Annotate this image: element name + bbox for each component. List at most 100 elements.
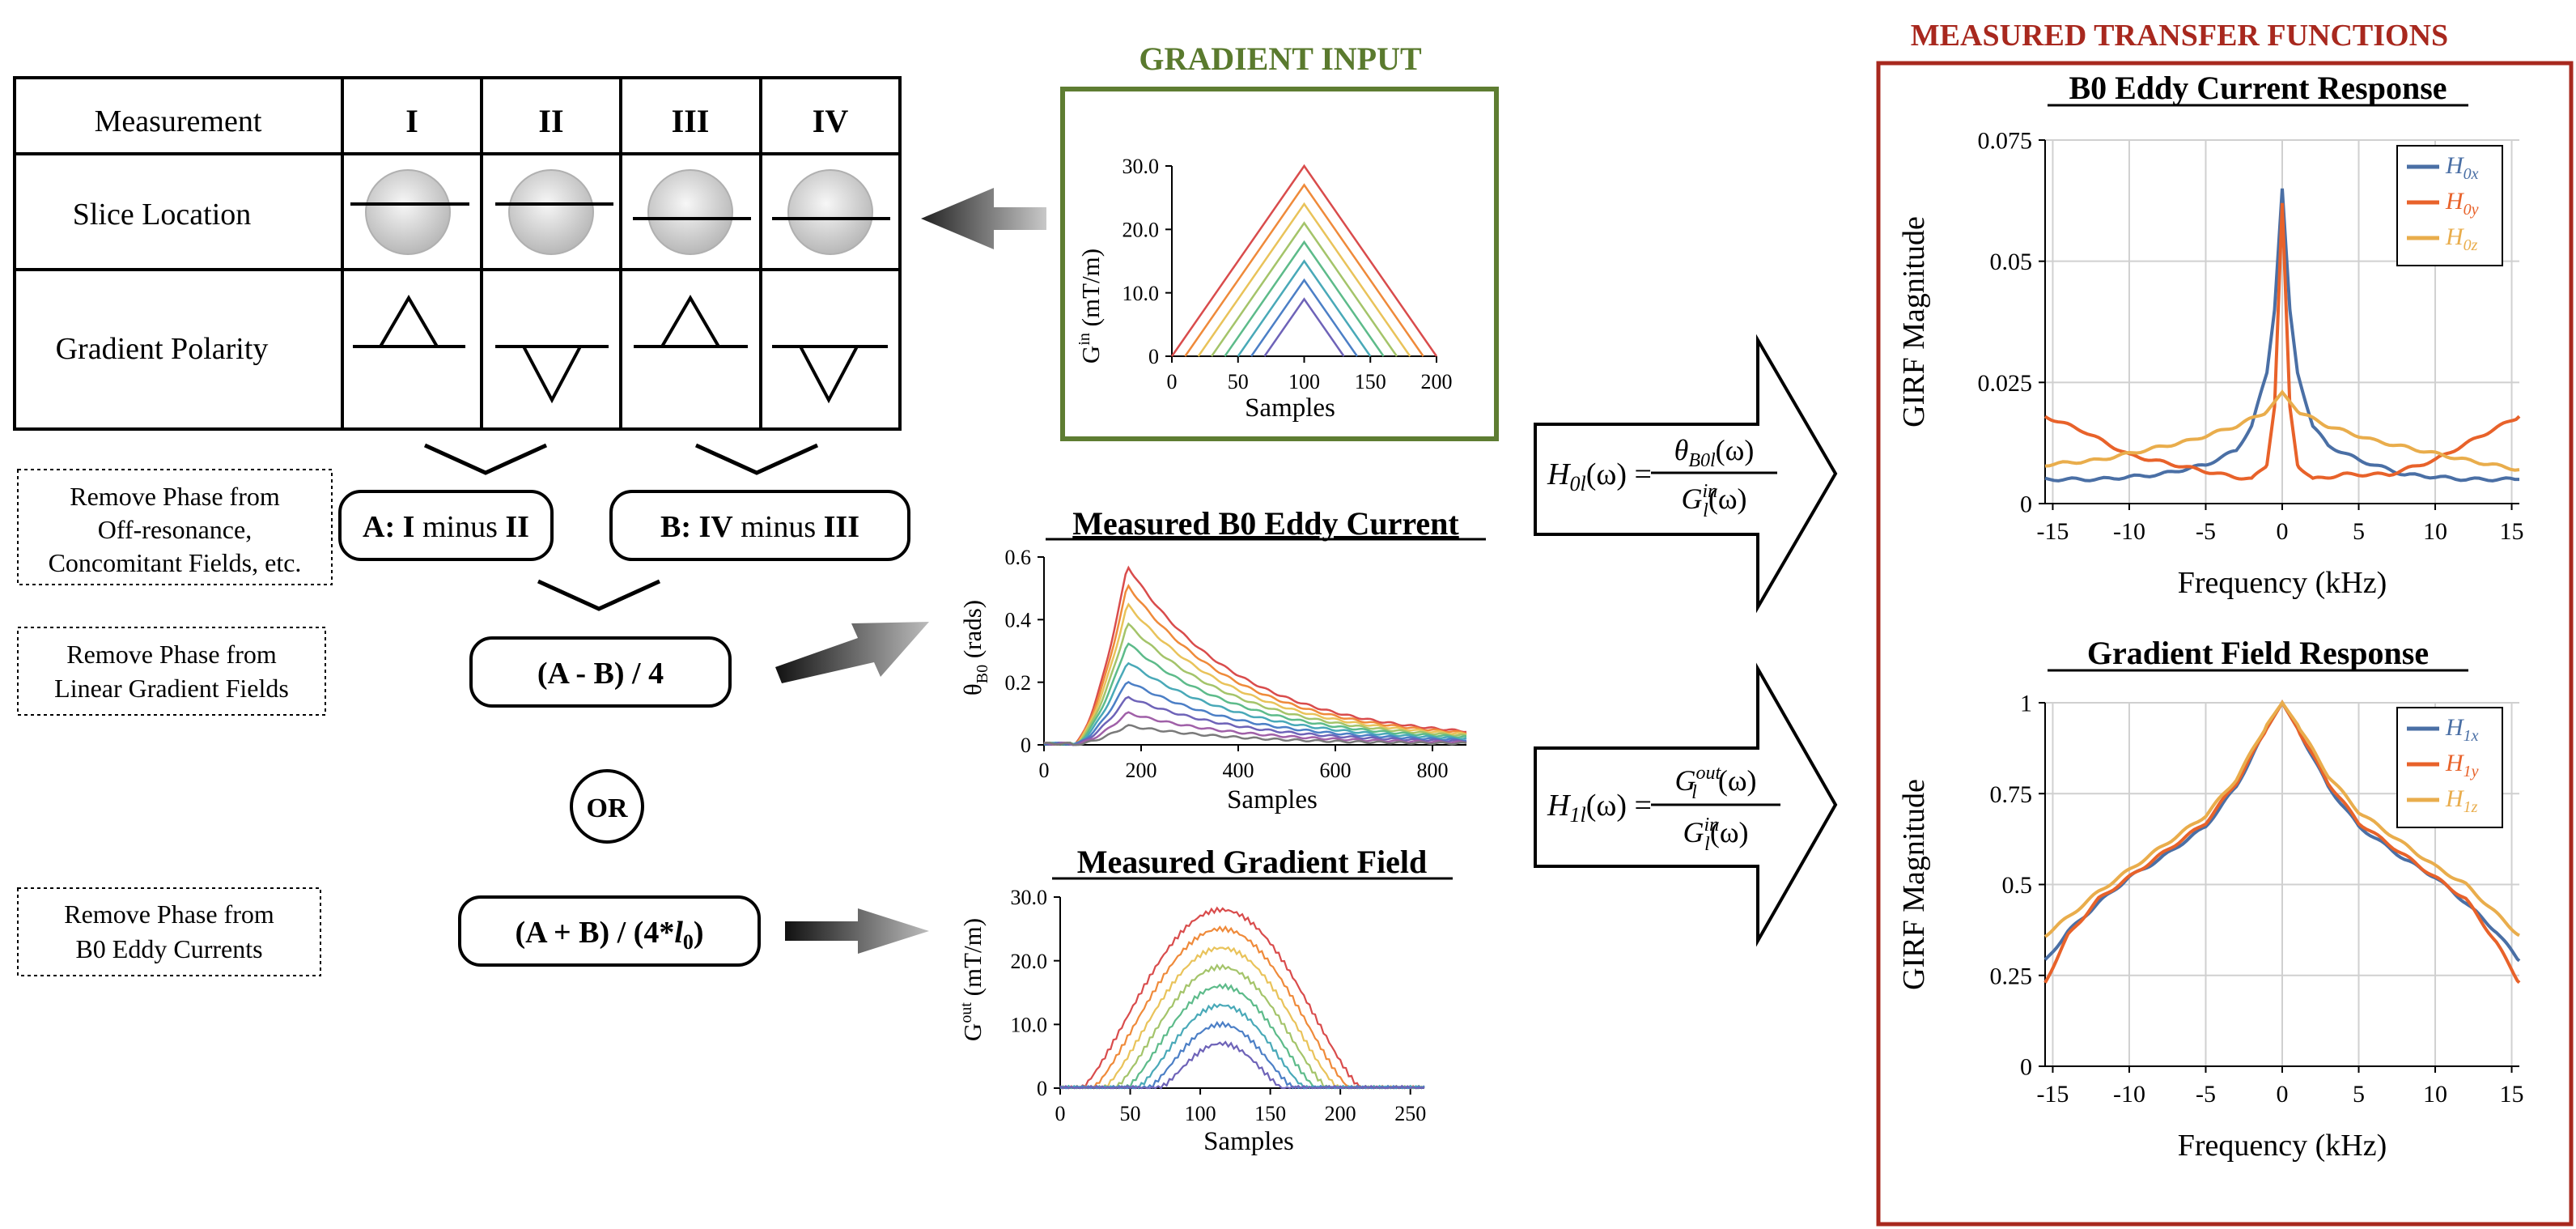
y-tick-label: 0.5 [2002,872,2033,899]
y-tick-label: 10.0 [1011,1013,1048,1036]
polarity-positive-icon [353,295,465,348]
x-tick-label: 150 [1254,1102,1286,1125]
series-line [1043,565,1467,746]
formula-box-sum [458,895,761,967]
note-box [17,627,326,716]
x-axis-label: Samples [1203,1127,1294,1156]
x-tick-label: 5 [2353,1081,2365,1108]
formula-sum: (A + B) / (4*l0) [515,916,703,954]
gradient-input-title: GRADIENT INPUT [1139,40,1422,77]
table-border [13,76,902,431]
difference-box-a [338,490,554,561]
series-line [1170,164,1438,357]
series-line [1043,724,1467,746]
x-tick-label: 100 [1185,1102,1216,1125]
difference-label-b: B: IV minus III [660,510,859,544]
slice-sphere-ii [495,169,613,255]
x-tick-label: 200 [1421,370,1453,393]
polarity-negative-icon [772,345,888,404]
y-tick-label: 0 [2020,1054,2032,1081]
x-axis-label: Samples [1245,393,1335,423]
x-tick-label: -5 [2196,1081,2216,1108]
difference-label-a: A: I minus II [363,510,529,544]
x-tick-label: -10 [2113,518,2145,545]
formula-difference: (A - B) / 4 [537,657,664,691]
y-tick-label: 0.025 [1978,370,2033,397]
series-line [1059,963,1425,1090]
processing-steps: Remove Phase from Off-resonance, Concomi… [17,188,1046,976]
series-line [1197,202,1411,357]
y-tick-label: 0 [1021,734,1031,757]
series-line [1059,946,1425,1090]
y-tick-label: 0.75 [1990,781,2033,808]
series-line [1043,695,1467,746]
y-tick-label: 30.0 [1011,886,1048,909]
series-line [1043,622,1467,746]
x-tick-label: 0 [1039,759,1050,782]
x-axis-label: Samples [1227,785,1318,814]
y-tick-label: 10.0 [1122,282,1160,305]
y-tick-label: 0 [2020,491,2032,518]
series-line [2044,389,2520,472]
y-tick-label: 20.0 [1122,218,1160,241]
arrow-left-icon [921,188,1046,249]
row-label-gradient-polarity: Gradient Polarity [56,332,269,366]
merge-chevron-icon [694,443,819,475]
y-tick-label: 0.2 [1005,671,1032,695]
series-line [1237,259,1372,357]
legend-label: H0z [2445,223,2478,254]
arrow-right-icon [775,622,929,683]
x-tick-label: 200 [1325,1102,1356,1125]
slice-sphere-i [350,169,469,255]
series-line [2043,202,2521,481]
measurement-table: Measurement I II III IV Slice Location G… [13,76,902,431]
series-line [1059,982,1425,1090]
y-tick-label: 0.05 [1990,249,2033,275]
legend-label: H1y [2445,750,2479,780]
note-box [17,469,333,585]
series-line [1043,584,1467,746]
legend-label: H1x [2445,714,2479,745]
note-text: Remove Phase from [70,482,280,511]
table-column-header: I [405,103,418,139]
x-tick-label: -10 [2113,1081,2145,1108]
y-tick-label: 0 [1037,1077,1047,1100]
x-tick-label: 0 [1055,1102,1066,1125]
series-line [1043,680,1467,746]
series-line [1211,221,1398,357]
series-line [1059,1040,1425,1090]
equation-h0-numerator: θB0l(ω) [1674,434,1755,471]
y-tick-label: 0.6 [1005,546,1032,569]
y-tick-label: 0 [1148,345,1159,368]
series-line [1043,642,1467,746]
x-axis-label: Frequency (kHz) [2178,1129,2387,1163]
merge-chevron-icon [423,443,548,475]
legend-label: H1z [2445,785,2478,816]
note-text: Linear Gradient Fields [54,674,289,703]
x-tick-label: 10 [2423,1081,2447,1108]
x-tick-label: -5 [2196,518,2216,545]
difference-box-b [609,490,910,561]
x-tick-label: 800 [1417,759,1449,782]
series-line [1043,602,1467,746]
slice-sphere-iii [633,169,751,255]
transfer-panel-title: MEASURED TRANSFER FUNCTIONS [1911,19,2448,53]
gradient-input-frame [1060,87,1499,441]
x-tick-label: -15 [2036,518,2069,545]
y-tick-label: 0.4 [1005,608,1032,632]
y-tick-label: 1 [2020,691,2032,717]
series-line [1250,278,1358,357]
series-line [1059,925,1425,1090]
or-label: OR [587,793,628,823]
x-tick-label: -15 [2036,1081,2069,1108]
x-tick-label: 0 [2277,1081,2289,1108]
